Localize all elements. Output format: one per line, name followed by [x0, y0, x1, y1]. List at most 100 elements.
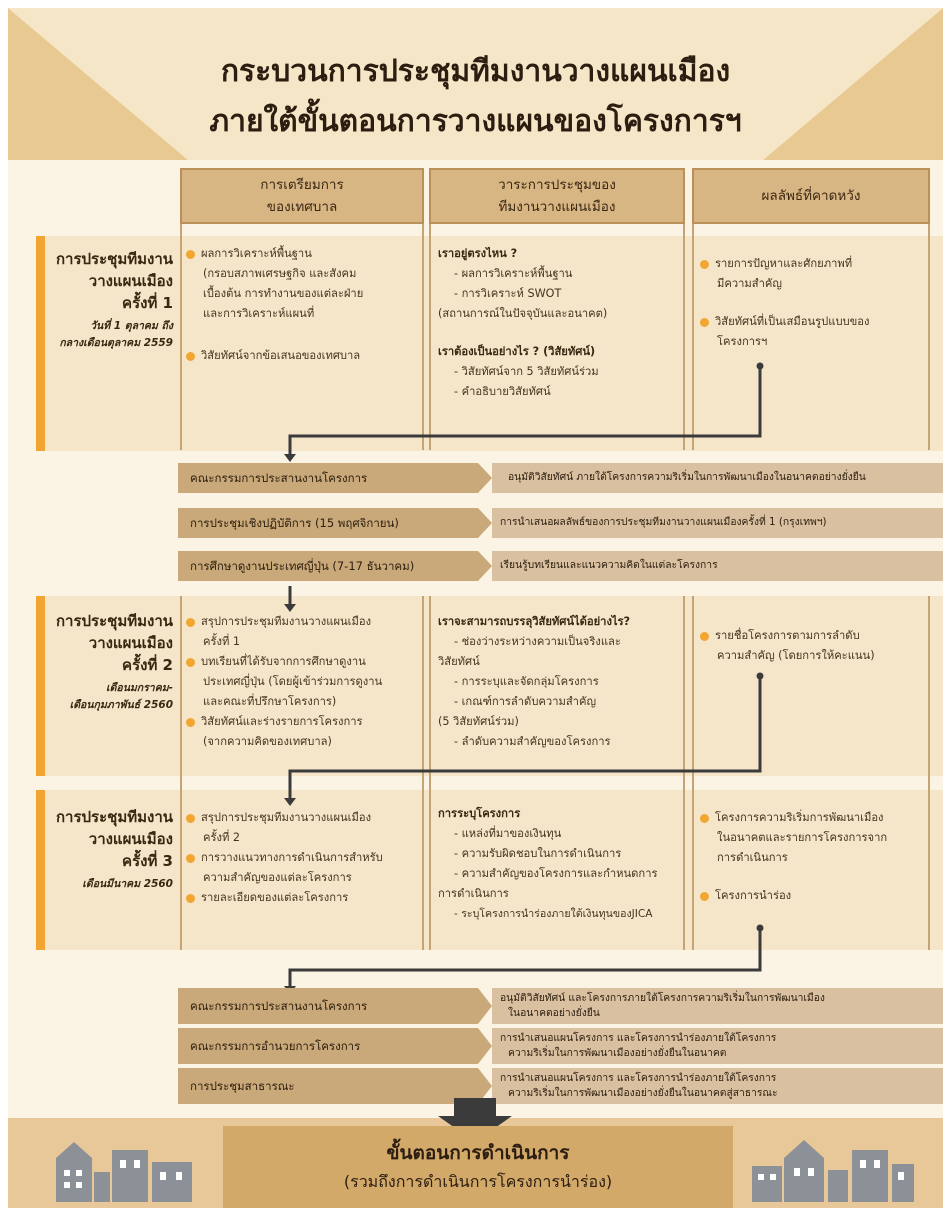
- row2-col1-b2-l1: บทเรียนที่ได้รับจากการศึกษาดูงาน: [201, 655, 366, 668]
- bullet-icon: [700, 259, 709, 269]
- row2-col1-b3-l1: วิสัยทัศน์และร่างรายการโครงการ: [201, 715, 363, 728]
- row1-col2-h1-item1: - ผลการวิเคราะห์พื้นฐาน: [454, 267, 573, 280]
- row2-col1-b2-l2: ประเทศญี่ปุ่น (โดยผู้เข้าร่วมการดูงาน: [203, 675, 383, 688]
- row3-label: การประชุมทีมงาน วางแผนเมือง ครั้งที่ 3 เ…: [38, 806, 173, 893]
- row1-col2-heading1: เราอยู่ตรงไหน ?: [438, 247, 518, 260]
- row1-date-l1: วันที่ 1 ตุลาคม ถึง: [90, 320, 173, 332]
- row3-col2-heading: การระบุโครงการ: [438, 807, 521, 820]
- list-item: วิสัยทัศน์และร่างรายการโครงการ: [186, 712, 422, 732]
- row2-col2-item3: - การระบุและจัดกลุ่มโครงการ: [454, 675, 599, 688]
- bullet-icon: [186, 813, 195, 823]
- row1-col3-content: รายการปัญหาและศักยภาพที่ มีความสำคัญ วิส…: [700, 254, 930, 352]
- bullet-icon: [186, 717, 195, 727]
- row1-band: [36, 236, 943, 451]
- buildings-right-icon: [752, 1140, 914, 1202]
- bullet-icon: [186, 351, 195, 361]
- col1-head-line1: การเตรียมการ: [260, 177, 344, 193]
- row3-col3-content: โครงการความริเริ่มการพัฒนาเมือง ในอนาคตแ…: [700, 808, 930, 906]
- down-arrow-icon: [438, 1098, 512, 1142]
- row2-col2-item6: - ลำดับความสำคัญของโครงการ: [454, 735, 611, 748]
- row1-col1-b2-l1: วิสัยทัศน์จากข้อเสนอของเทศบาล: [201, 349, 361, 362]
- row3-col1-b1-l2: ครั้งที่ 2: [203, 831, 241, 844]
- row1-label-l3: ครั้งที่ 1: [122, 294, 173, 312]
- connector-row1-to-bars: [288, 366, 762, 454]
- row2-label-l2: วางแผนเมือง: [88, 634, 173, 652]
- list-item: โครงการนำร่อง: [700, 886, 930, 906]
- row1-col3-b2-l1: วิสัยทัศน์ที่เป็นเสมือนรูปแบบของ: [715, 315, 870, 328]
- row1-date-l2: กลางเดือนตุลาคม 2559: [59, 337, 173, 349]
- footer-subtitle: (รวมถึงการดำเนินการโครงการนำร่อง): [343, 1172, 613, 1191]
- bar4-desc-l1: อนุมัติวิสัยทัศน์ และโครงการภายใต้โครงกา…: [500, 992, 825, 1004]
- row1-accent-bar: [36, 236, 45, 451]
- bar-public-meeting: การประชุมสาธารณะ การนำเสนอแผนโครงการ และ…: [178, 1068, 943, 1104]
- row3-col2-item3: - ความสำคัญของโครงการและกำหนดการ: [454, 867, 658, 880]
- row1-col3-b1-l2: มีความสำคัญ: [717, 277, 782, 290]
- bullet-icon: [700, 317, 709, 327]
- list-item: รายการปัญหาและศักยภาพที่: [700, 254, 930, 274]
- row1-col1-b1-l3: เบื้องต้น การทำงานของแต่ละฝ่าย: [203, 287, 364, 300]
- bar-workshop: การประชุมเชิงปฏิบัติการ (15 พฤศจิกายน) ก…: [178, 508, 943, 538]
- row1-col2-heading2: เราต้องเป็นอย่างไร ? (วิสัยทัศน์): [438, 345, 596, 358]
- row3-col1-content: สรุปการประชุมทีมงานวางแผนเมือง ครั้งที่ …: [186, 808, 422, 908]
- bar-coordination-committee-1: คณะกรรมการประสานงานโครงการ อนุมัติวิสัยท…: [178, 463, 943, 493]
- list-item: บทเรียนที่ได้รับจากการศึกษาดูงาน: [186, 652, 422, 672]
- row1-col2-h2-item1: - วิสัยทัศน์จาก 5 วิสัยทัศน์ร่วม: [454, 365, 599, 378]
- row1-col3-b2-l2: โครงการฯ: [717, 335, 768, 348]
- row3-date-l1: เดือนมีนาคม 2560: [82, 878, 173, 890]
- list-item: วิสัยทัศน์จากข้อเสนอของเทศบาล: [186, 346, 422, 366]
- list-item: วิสัยทัศน์ที่เป็นเสมือนรูปแบบของ: [700, 312, 930, 332]
- bar6-desc-l1: การนำเสนอแผนโครงการ และโครงการนำร่องภายใ…: [500, 1072, 777, 1084]
- bullet-icon: [186, 893, 195, 903]
- row1-col1-b1-l1: ผลการวิเคราะห์พื้นฐาน: [201, 247, 312, 260]
- bar-shape: [178, 508, 943, 538]
- row3-label-l1: การประชุมทีมงาน: [55, 808, 173, 826]
- row3-col2-item1: - แหล่งที่มาของเงินทุน: [454, 827, 562, 840]
- bullet-icon: [186, 249, 195, 259]
- row1-col1-b1-l2: (กรอบสภาพเศรษฐกิจ และสังคม: [203, 267, 357, 280]
- row3-col1-b3-l1: รายละเอียดของแต่ละโครงการ: [201, 891, 349, 904]
- row2-label-l1: การประชุมทีมงาน: [55, 612, 173, 630]
- row3-col3-b1-l1: โครงการความริเริ่มการพัฒนาเมือง: [715, 811, 884, 824]
- row2-col1-content: สรุปการประชุมทีมงานวางแผนเมือง ครั้งที่ …: [186, 612, 422, 752]
- row2-col3-content: รายชื่อโครงการตามการลำดับ ความสำคัญ (โดย…: [700, 626, 930, 666]
- bullet-icon: [186, 853, 195, 863]
- bar-japan-study-tour: การศึกษาดูงานประเทศญี่ปุ่น (7-17 ธันวาคม…: [178, 551, 943, 581]
- connector-lines: [284, 362, 764, 994]
- col2-outline-row1: [429, 168, 685, 450]
- column-header-expected-results: ผลลัพธ์ที่คาดหวัง: [692, 168, 930, 224]
- bar6-desc-l2: ความริเริ่มในการพัฒนาเมืองอย่างยั่งยืนใน…: [508, 1087, 778, 1099]
- bar1-label: คณะกรรมการประสานงานโครงการ: [190, 471, 368, 485]
- row1-col3-b1-l1: รายการปัญหาและศักยภาพที่: [715, 257, 853, 270]
- bar5-desc-l1: การนำเสนอแผนโครงการ และโครงการนำร่องภายใ…: [500, 1032, 777, 1044]
- row3-col2-item4: การดำเนินการ: [438, 887, 509, 900]
- bar-shape: [178, 1028, 943, 1064]
- bar2-desc: การนำเสนอผลลัพธ์ของการประชุมทีมงานวางแผน…: [500, 516, 827, 528]
- col1-outline-row23: [180, 596, 424, 950]
- bar4-label: คณะกรรมการประสานงานโครงการ: [190, 999, 368, 1013]
- list-item: รายชื่อโครงการตามการลำดับ: [700, 626, 930, 646]
- row1-label-l2: วางแผนเมือง: [88, 272, 173, 290]
- bullet-icon: [700, 891, 709, 901]
- col1-outline-row1: [180, 168, 424, 450]
- bar5-label: คณะกรรมการอำนวยการโครงการ: [190, 1039, 361, 1053]
- implementation-box: ขั้นตอนการดำเนินการ (รวมถึงการดำเนินการโ…: [223, 1126, 733, 1208]
- bar4-desc-l2: ในอนาคตอย่างยั่งยืน: [508, 1007, 600, 1019]
- row1-label-l1: การประชุมทีมงาน: [55, 250, 173, 268]
- list-item: ผลการวิเคราะห์พื้นฐาน: [186, 244, 422, 264]
- column-header-preparation: การเตรียมการ ของเทศบาล: [180, 168, 424, 224]
- col3-outline-row1: [692, 168, 930, 450]
- list-item: รายละเอียดของแต่ละโครงการ: [186, 888, 422, 908]
- row1-col2-h1-item2: - การวิเคราะห์ SWOT: [454, 287, 562, 300]
- bullet-icon: [186, 617, 195, 627]
- bar-shape: [178, 1068, 943, 1104]
- row1-label: การประชุมทีมงาน วางแผนเมือง ครั้งที่ 1 ว…: [38, 248, 173, 352]
- col2-head-line1: วาระการประชุมของ: [498, 177, 616, 193]
- bar-coordination-committee-2: คณะกรรมการประสานงานโครงการ อนุมัติวิสัยท…: [178, 988, 943, 1024]
- row3-col3-b1-l2: ในอนาคตและรายการโครงการจาก: [717, 831, 888, 844]
- row1-col1-b1-l4: และการวิเคราะห์แผนที่: [203, 307, 315, 320]
- row2-col2-item4: - เกณฑ์การลำดับความสำคัญ: [454, 695, 596, 708]
- row2-date-l1: เดือนมกราคม-: [105, 682, 173, 694]
- row1-col2-h2-item2: - คำอธิบายวิสัยทัศน์: [454, 385, 551, 398]
- bar3-label: การศึกษาดูงานประเทศญี่ปุ่น (7-17 ธันวาคม…: [190, 559, 415, 573]
- row2-col1-b1-l1: สรุปการประชุมทีมงานวางแผนเมือง: [201, 615, 372, 628]
